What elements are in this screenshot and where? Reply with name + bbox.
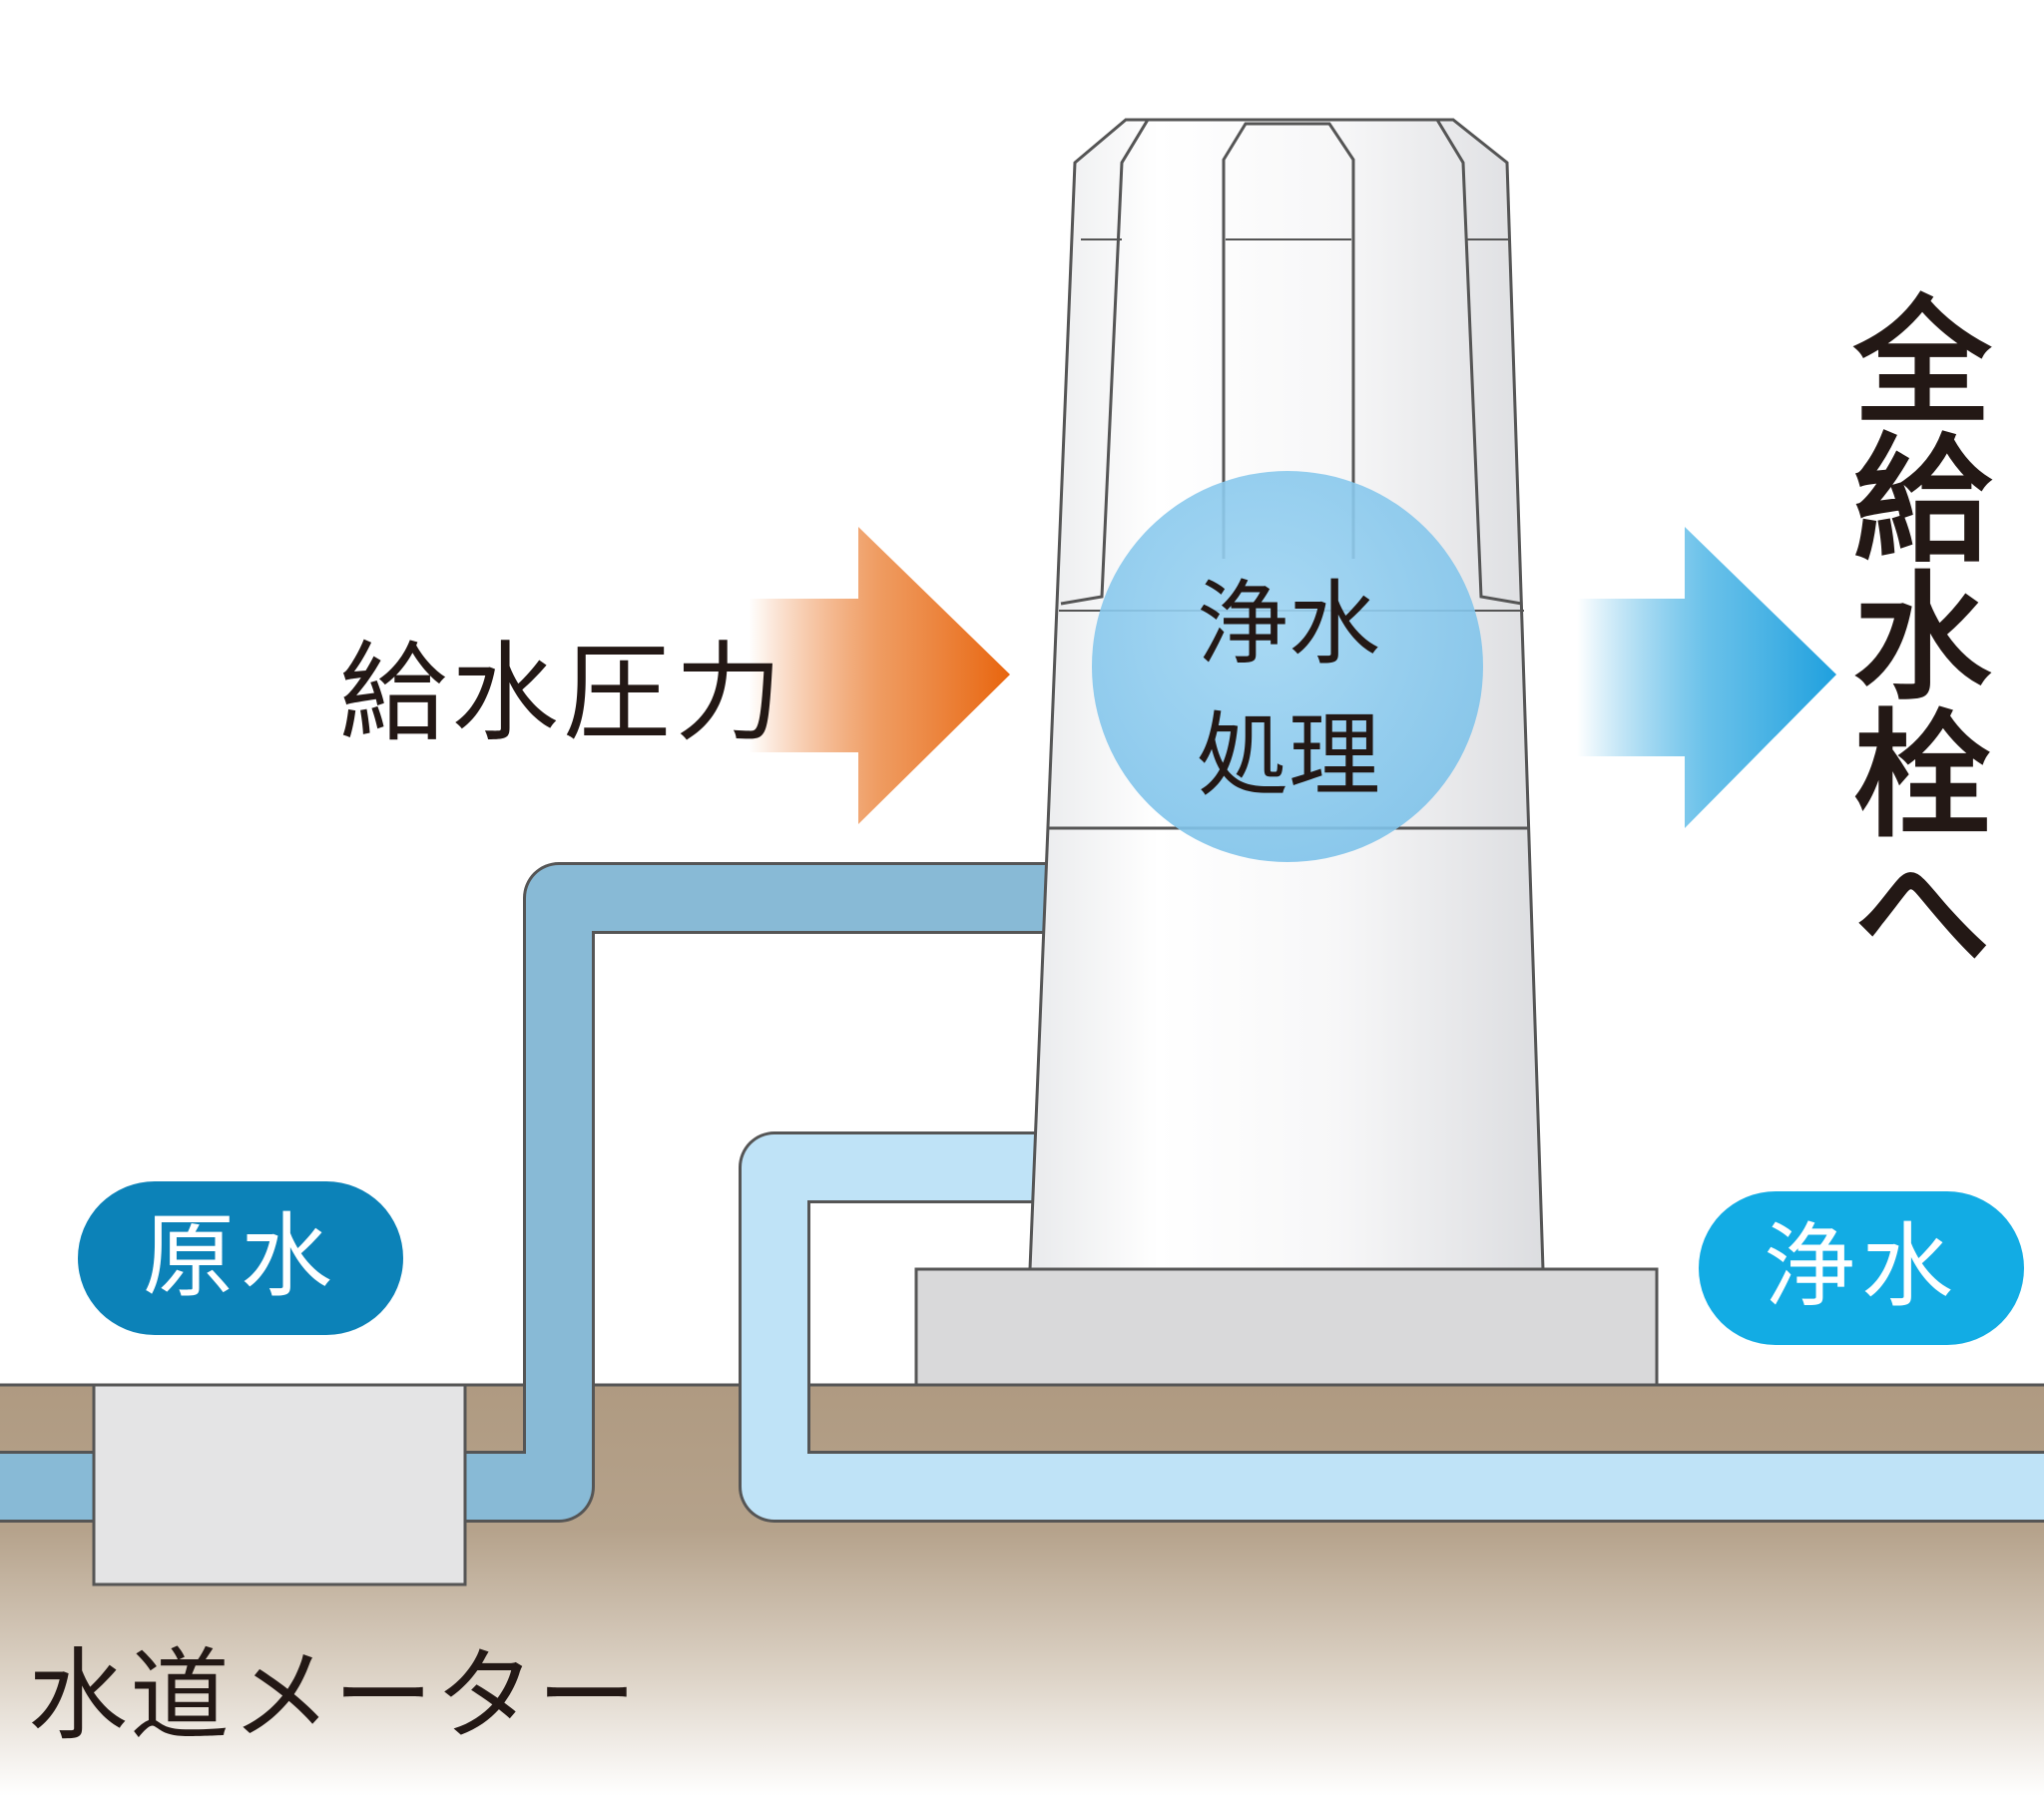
treatment-label: 浄水 処理 [1093,559,1484,822]
treatment-circle [1092,471,1483,862]
destination-label: 全給水栓へ [1829,289,1990,978]
supply-pressure-arrow [749,527,1010,824]
water-meter-box [92,1383,467,1586]
raw-water-badge [78,1181,403,1335]
water-meter-label: 水道メーター [28,1637,639,1754]
raw-water-label: 原水 [142,1203,338,1310]
purified-water-label: 浄水 [1763,1213,1959,1320]
treatment-label-line2: 処理 [1196,702,1380,809]
supply-pressure-label: 給水圧力 [339,632,787,756]
filter-base [914,1267,1659,1387]
purified-water-badge [1699,1191,2024,1345]
treatment-label-line1: 浄水 [1196,571,1380,677]
purified-water-pipe [739,1131,2044,1523]
outflow-arrow [1577,527,1836,828]
